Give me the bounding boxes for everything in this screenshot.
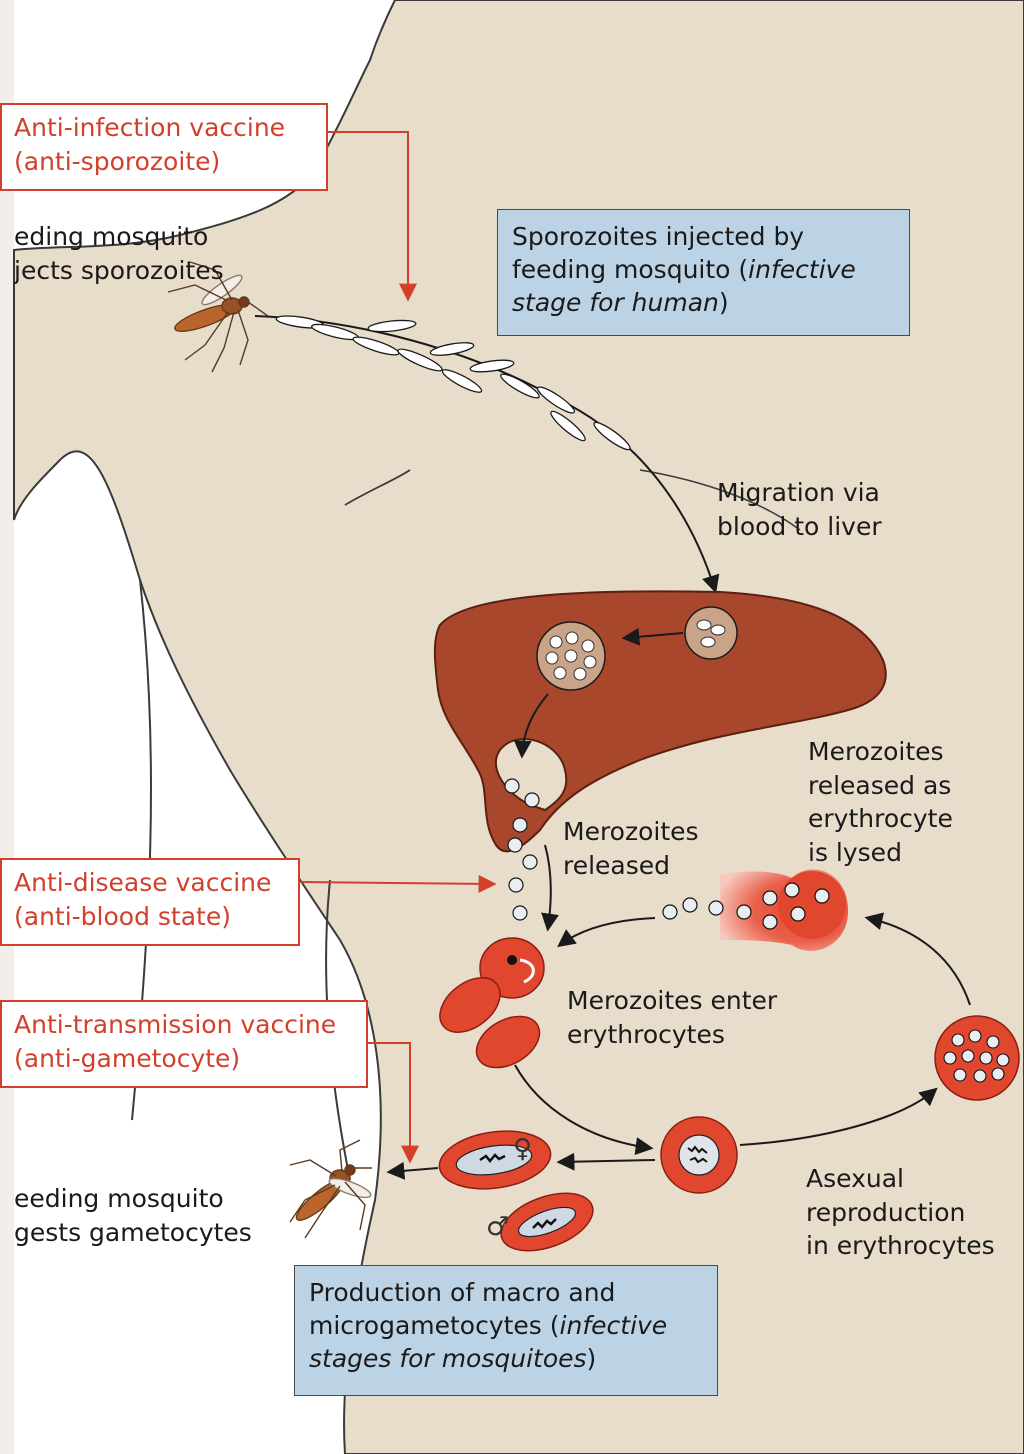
asexual-label: Asexual reproduction in erythrocytes <box>806 1162 995 1263</box>
lysed-line3: erythrocyte <box>808 802 953 836</box>
released-line2: released <box>563 849 699 883</box>
lysed-line4: is lysed <box>808 836 953 870</box>
anti-transmission-title: Anti-transmission vaccine <box>14 1008 358 1042</box>
sporozoites-info-line1: Sporozoites injected by <box>512 220 895 253</box>
anti-transmission-vaccine-box: Anti-transmission vaccine (anti-gametocy… <box>0 1000 368 1088</box>
female-symbol: ♀ <box>513 1134 532 1164</box>
lysed-line1: Merozoites <box>808 735 953 769</box>
anti-infection-title: Anti-infection vaccine <box>14 111 318 145</box>
enter-line2: erythrocytes <box>567 1018 777 1052</box>
gametocytes-info-line2: microgametocytes (infective <box>309 1309 703 1342</box>
lysed-line2: released as <box>808 769 953 803</box>
sporozoites-info-line2: feeding mosquito (infective <box>512 253 895 286</box>
migration-line2: blood to liver <box>717 510 882 544</box>
anti-infection-subtitle: (anti-sporozoite) <box>14 145 318 179</box>
gametocytes-info-line1: Production of macro and <box>309 1276 703 1309</box>
merozoites-released-label: Merozoites released <box>563 815 699 882</box>
asexual-line3: in erythrocytes <box>806 1229 995 1263</box>
feeding-injects-line2: jects sporozoites <box>14 254 224 288</box>
feeding-ingests-line1: eeding mosquito <box>14 1182 252 1216</box>
male-symbol: ♂ <box>486 1212 509 1242</box>
liver-schizont-large <box>537 622 605 690</box>
trophozoite-erythrocyte <box>661 1117 737 1193</box>
released-line1: Merozoites <box>563 815 699 849</box>
anti-disease-title: Anti-disease vaccine <box>14 866 290 900</box>
feeding-ingests-line2: gests gametocytes <box>14 1216 252 1250</box>
liver-schizont-small <box>685 607 737 659</box>
gametocytes-info-box: Production of macro and microgametocytes… <box>294 1265 718 1396</box>
sporozoites-info-box: Sporozoites injected by feeding mosquito… <box>497 209 910 336</box>
merozoites-lysed-label: Merozoites released as erythrocyte is ly… <box>808 735 953 869</box>
asexual-line2: reproduction <box>806 1196 995 1230</box>
mosquito-feeding-icon <box>290 1140 373 1238</box>
anti-infection-vaccine-box: Anti-infection vaccine (anti-sporozoite) <box>0 103 328 191</box>
anti-disease-subtitle: (anti-blood state) <box>14 900 290 934</box>
anti-disease-vaccine-box: Anti-disease vaccine (anti-blood state) <box>0 858 300 946</box>
feeding-ingests-label: eeding mosquito gests gametocytes <box>14 1182 252 1249</box>
page-edge <box>0 0 14 1454</box>
migration-label: Migration via blood to liver <box>717 476 882 543</box>
asexual-line1: Asexual <box>806 1162 995 1196</box>
migration-line1: Migration via <box>717 476 882 510</box>
anti-transmission-subtitle: (anti-gametocyte) <box>14 1042 358 1076</box>
sporozoites-info-line3: stage for human) <box>512 286 895 319</box>
feeding-injects-label: eding mosquito jects sporozoites <box>14 220 224 287</box>
feeding-injects-line1: eding mosquito <box>14 220 224 254</box>
enter-line1: Merozoites enter <box>567 984 777 1018</box>
lysing-erythrocyte <box>720 869 848 951</box>
merozoites-enter-label: Merozoites enter erythrocytes <box>567 984 777 1051</box>
gametocytes-info-line3: stages for mosquitoes) <box>309 1342 703 1375</box>
blood-schizont <box>935 1016 1019 1100</box>
